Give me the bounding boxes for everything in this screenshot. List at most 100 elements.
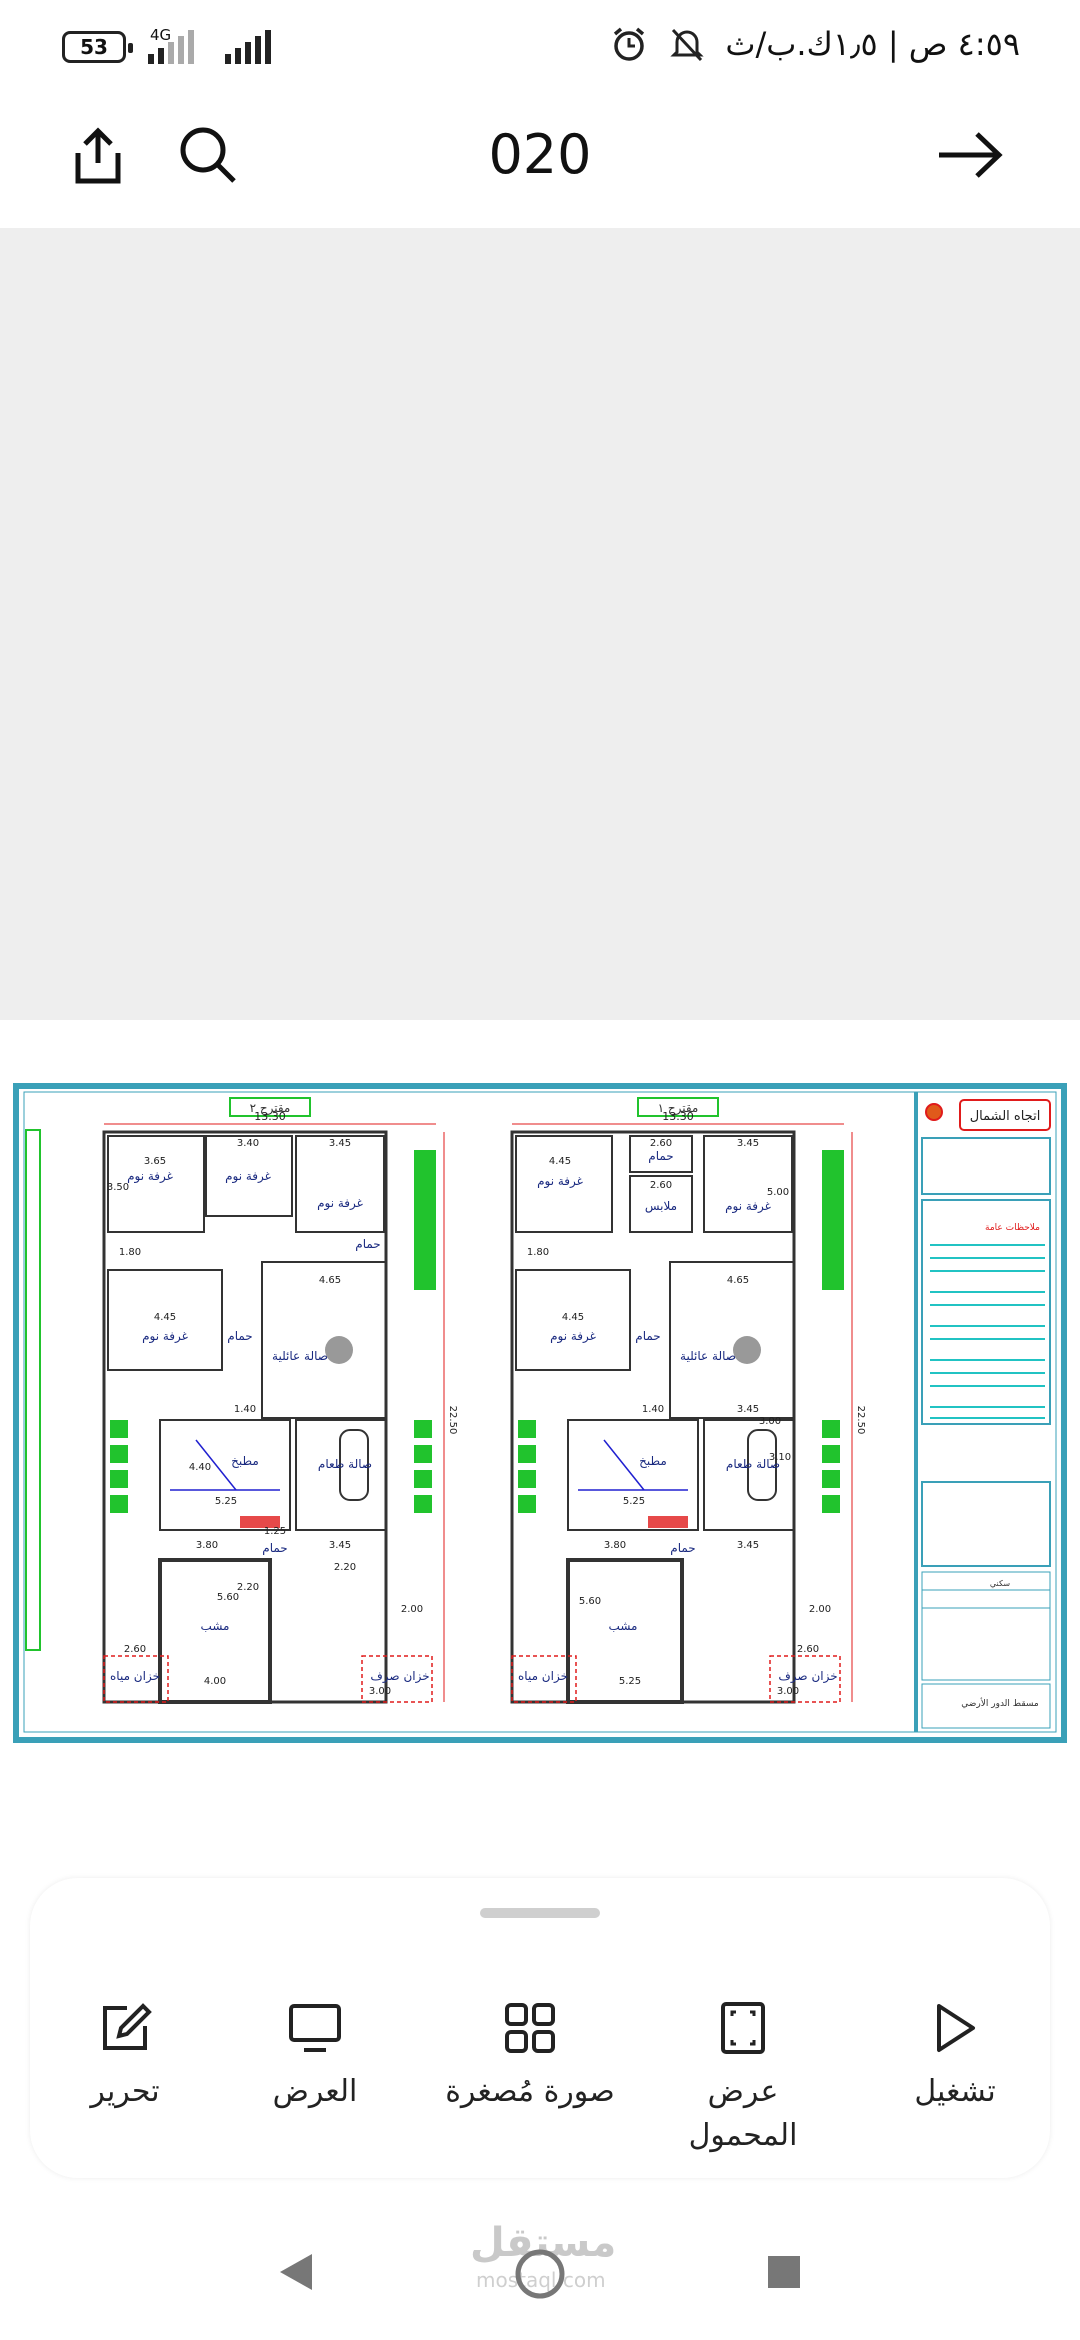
home-circle-icon[interactable] [514,2248,566,2300]
plan-a-dim-4: 3.50 [107,1182,129,1193]
plan-b-room-4: حمام [648,1149,673,1163]
battery-level: 53 [80,35,108,59]
back-triangle-icon[interactable] [276,2250,316,2294]
edit-label: تحرير [90,2074,160,2109]
recents-square-icon[interactable] [764,2252,804,2292]
plan-b: مقترح ١ 13.30 [510,1097,866,1704]
plan-a-dim-19: 2.20 [237,1582,259,1593]
plan-b-dim-13: 3.80 [604,1540,626,1551]
plan-b-depth: 22.50 [855,1406,866,1435]
plan-b-dim-1: 4.45 [549,1156,571,1167]
plan-a-dim-3: 3.45 [329,1138,351,1149]
plan-b-room-6: صالة عائلية [680,1349,736,1363]
document-viewer[interactable]: مقترح ٢ 13.30 [0,228,1080,1873]
plan-a-dim-1: 3.65 [144,1156,166,1167]
owner-label: سكني [990,1579,1011,1588]
plan-b-dim-11: 1.40 [642,1404,664,1415]
plan-a-dim-7: 4.40 [189,1462,211,1473]
plan-b-dim-12: 5.25 [623,1496,645,1507]
plan-a-room-5: صالة عائلية [272,1349,328,1363]
plan-b-room-10: حمام [670,1541,695,1555]
plan-b-dim-7: 3.45 [737,1404,759,1415]
plan-b-room-7: مطبخ [639,1454,667,1468]
plan-a-dim-15: 2.00 [401,1604,423,1615]
search-icon[interactable] [168,115,248,195]
plan-b-dim-8: 3.10 [769,1452,791,1463]
plan-a-room-10: حمام [262,1541,287,1555]
plan-a-dim-16: 3.00 [369,1686,391,1697]
notes-title: ملاحظات عامة [985,1223,1040,1233]
system-nav-bar: مستقل mostaql.com [0,2212,1080,2340]
plan-a-room-9: حمام [355,1237,380,1251]
plan-b-room-12: خزان مياه [518,1669,568,1684]
plan-a-room-12: خزان مياه [110,1669,160,1684]
status-right: ٤:٥٩ ص | ١٫٥ك.ب/ث [609,24,1020,64]
plan-b-dim-16: 2.60 [797,1644,819,1655]
actions-bottom-sheet: تحرير العرض صورة مُصغرة عرض المحمول تشغي… [30,1878,1050,2178]
plan-a-room-11: مشب [201,1619,230,1633]
plan-a-dim-6: 4.65 [319,1275,341,1286]
document-title: 020 [488,123,592,186]
share-icon[interactable] [58,115,138,195]
plan-a-dim-13: 2.60 [124,1644,146,1655]
play-button[interactable]: تشغيل [860,1998,1050,2114]
plan-a-dim-14: 4.00 [204,1676,226,1687]
battery-indicator: 53 [62,31,133,63]
mobile-view-button[interactable]: عرض المحمول [648,1998,838,2158]
signal-icon-sim1 [148,24,194,64]
plan-a: مقترح ٢ 13.30 [102,1097,458,1704]
alarm-icon [614,27,645,61]
plan-a-dim-18: 1.80 [119,1247,141,1258]
plan-b-room-11: مشب [609,1619,638,1633]
plan-b-dim-15: 2.00 [809,1604,831,1615]
play-icon [860,1998,1050,2058]
plan-a-room-2: غرفة نوم [225,1169,271,1184]
plan-b-room-9: حمام [635,1329,660,1343]
plan-b-dim-3: 3.45 [737,1138,759,1149]
watermark-logo: مستقل [470,2220,617,2266]
plan-b-dim-17: 5.60 [579,1596,601,1607]
document-page[interactable]: مقترح ٢ 13.30 [0,1020,1080,1873]
plan-b-room-3: غرفة نوم [550,1329,596,1344]
plan-a-room-13: خزان صرف [370,1669,429,1684]
fullscreen-icon [648,1998,838,2058]
title-block: اتجاه الشمال ملاحظات عامة سكني مسقط الدو [914,1092,1051,1732]
edit-button[interactable]: تحرير [30,1998,220,2114]
arrow-right-icon[interactable] [930,115,1010,195]
mute-bell-icon [670,28,704,62]
plan-a-dim-9: 1.40 [234,1404,256,1415]
plan-a-dim-12: 2.20 [334,1562,356,1573]
plan-a-room-1: غرفة نوم [127,1169,173,1184]
plan-a-dim-11: 3.45 [329,1540,351,1551]
sheet-drag-handle[interactable] [480,1908,600,1918]
network-type: 4G [150,26,172,44]
plan-b-room-5: ملابس [645,1199,677,1214]
grid-icon [435,1998,625,2058]
plan-a-width: 13.30 [254,1110,286,1123]
plan-a-room-6: مطبخ [231,1454,259,1468]
plan-a-room-7: صالة طعام [318,1457,372,1471]
plan-a-dim-10: 3.80 [196,1540,218,1551]
north-label: اتجاه الشمال [970,1109,1041,1124]
plan-b-dim-18: 5.25 [619,1676,641,1687]
watermark-url: mostaql.com [476,2268,606,2292]
thumbnails-label: صورة مُصغرة [445,2074,615,2109]
mobile-view-label: عرض المحمول [688,2074,798,2153]
plan-b-dim-20: 1.80 [527,1247,549,1258]
plan-b-dim-10: 4.45 [562,1312,584,1323]
plan-b-dim-2: 2.60 [650,1138,672,1149]
plan-b-proposal: مقترح ١ [658,1101,699,1116]
plan-a-room-4: غرفة نوم [142,1329,188,1344]
plan-a-dim-5: 4.45 [154,1312,176,1323]
plan-b-dim-5: 2.60 [650,1180,672,1191]
top-app-bar: 020 [0,95,1080,228]
thumbnails-button[interactable]: صورة مُصغرة [435,1998,625,2114]
plan-b-dim-6: 4.65 [727,1275,749,1286]
status-bar: 53 4G ٤:٥٩ ص | ١٫٥ك.ب/ث [0,0,1080,95]
plan-b-room-2: غرفة نوم [725,1199,771,1214]
plan-a-proposal: مقترح ٢ [250,1101,291,1116]
plan-b-width: 13.30 [662,1110,694,1123]
signal-icon-sim2 [225,24,271,64]
plan-a-dim-8: 5.25 [215,1496,237,1507]
display-button[interactable]: العرض [220,1998,410,2114]
